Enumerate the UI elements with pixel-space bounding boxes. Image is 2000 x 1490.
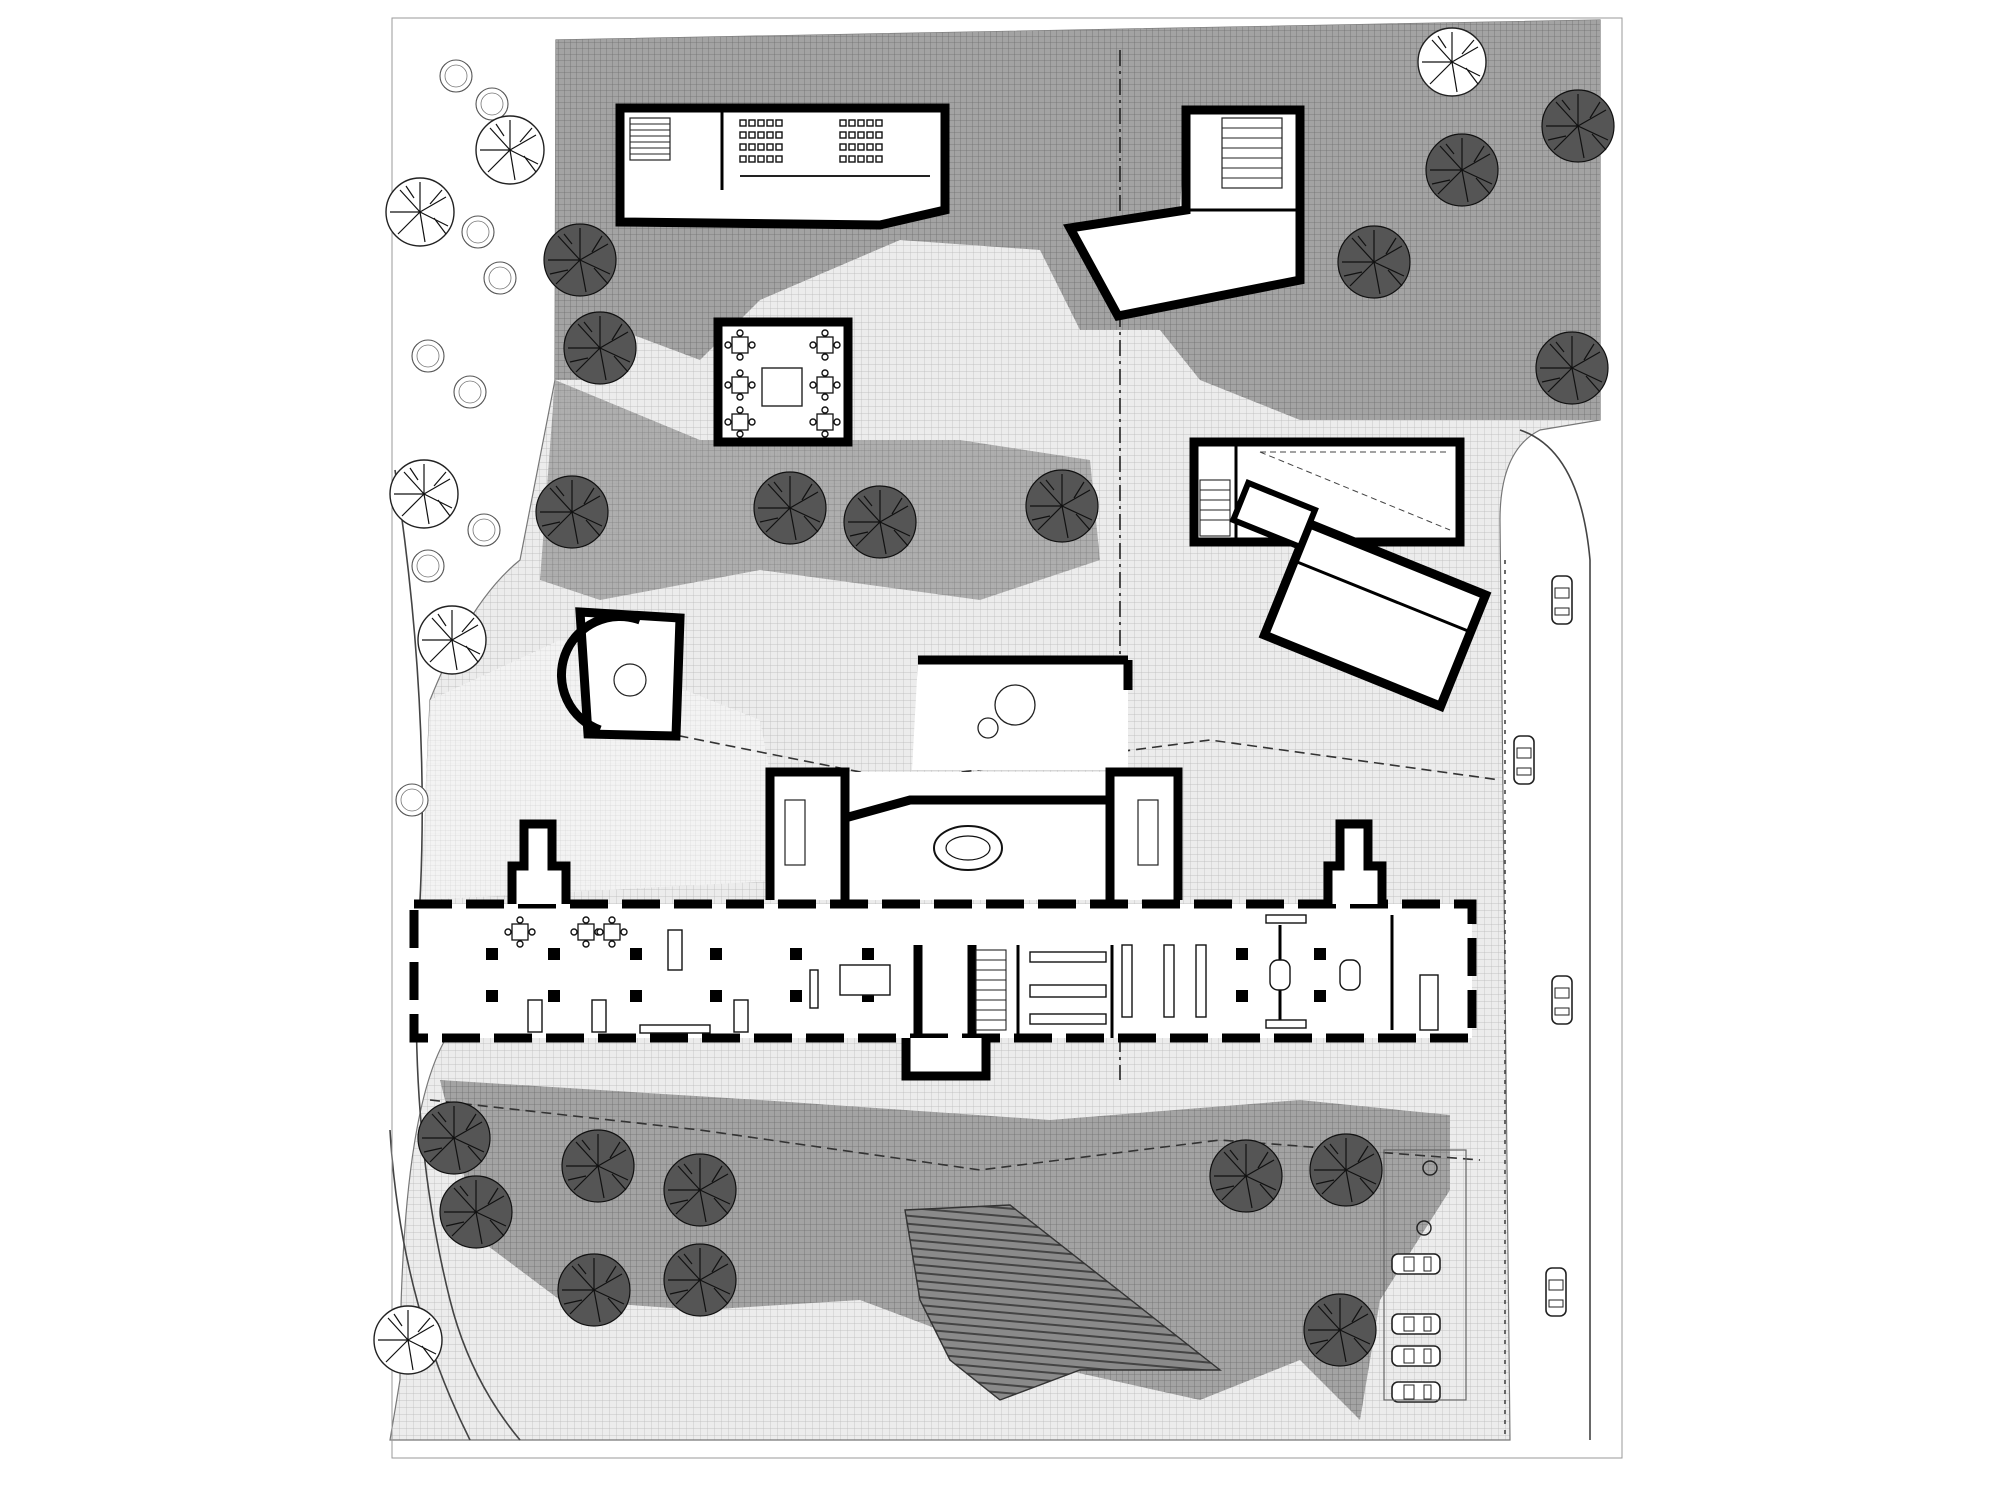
building-west-pavilion (557, 607, 685, 741)
tree-icon (467, 513, 501, 547)
west-pavilion-walls (575, 607, 685, 741)
gallery-roofline (1259, 451, 1451, 531)
building-north-lecture (615, 103, 950, 230)
stair-icon (629, 117, 671, 161)
tree-icon (543, 223, 617, 297)
car-icon (1391, 1313, 1441, 1335)
tree-icon (557, 1253, 631, 1327)
building-cafe (713, 317, 853, 447)
fountain (933, 825, 1003, 871)
central-court (765, 767, 1183, 900)
car-icon (1545, 1267, 1567, 1317)
parking-bay (1383, 1149, 1467, 1401)
table-icon (613, 663, 647, 697)
tree-icon (453, 375, 487, 409)
tree-icon (561, 1129, 635, 1203)
tree-icon (1303, 1293, 1377, 1367)
path-line-b (599, 719, 1501, 781)
tree-icon (563, 311, 637, 385)
car-icon (1551, 975, 1573, 1025)
east-tower (1323, 819, 1387, 904)
stair-icon (975, 949, 1007, 1031)
stair-icon (1199, 479, 1231, 537)
tree-icon (395, 783, 429, 817)
pavilion-walls (1258, 517, 1492, 713)
tree-icon (1425, 133, 1499, 207)
cafe-core (761, 367, 803, 407)
tree-icon (461, 215, 495, 249)
main-floor (414, 904, 1472, 1038)
car-icon (1391, 1381, 1441, 1403)
lawn-west (420, 640, 790, 900)
tree-icon (439, 1175, 513, 1249)
tree-icon (1417, 27, 1487, 97)
library-tables (527, 929, 891, 1034)
bicycle-icon (1416, 1160, 1438, 1236)
table-icon (994, 684, 1036, 726)
tree-icon (389, 459, 459, 529)
tree-icon (1541, 89, 1615, 163)
south-porch (901, 1038, 991, 1081)
tree-icon (1535, 331, 1609, 405)
tree-icon (663, 1153, 737, 1227)
toilet-icon (1029, 951, 1107, 1025)
building-east-pavilion (1229, 478, 1492, 713)
table-icon (977, 717, 999, 739)
tree-icon (1337, 225, 1411, 299)
west-tower (507, 819, 571, 904)
tree-icon (385, 177, 455, 247)
tree-icon (1209, 1139, 1283, 1213)
car-icon (1551, 575, 1573, 625)
tree-icon (483, 261, 517, 295)
cafe-walls (713, 317, 853, 447)
tree-icon (417, 1101, 491, 1175)
boundary-line (391, 17, 1623, 1459)
tree-icon (1025, 469, 1099, 543)
pavilion-partition (1293, 559, 1472, 634)
path-line-a (429, 1099, 1481, 1171)
tree-icon (535, 475, 609, 549)
west-pavilion-curve (557, 611, 642, 735)
car-icon (1391, 1253, 1441, 1275)
stepped-pool (904, 1204, 1223, 1401)
tree-icon (411, 549, 445, 583)
car-icon (1513, 735, 1535, 785)
tree-icon (1309, 1133, 1383, 1207)
court-inner-wall (843, 795, 1110, 823)
building-north-east (1062, 105, 1305, 322)
tree-icon (753, 471, 827, 545)
tree-icon (439, 59, 473, 93)
stair-icon (1221, 117, 1283, 189)
building-main (409, 819, 1477, 1081)
tree-icon (663, 1243, 737, 1317)
column-grid (486, 948, 1326, 1002)
court-walls (765, 767, 1183, 900)
parking (1383, 575, 1573, 1403)
east-hall-furniture (1121, 914, 1439, 1031)
car-icon (1391, 1345, 1441, 1367)
tree-icon (373, 1305, 443, 1375)
lecture-walls (615, 103, 950, 230)
tree-icon (843, 485, 917, 559)
building-entrance-pavilion (912, 655, 1133, 770)
fountain-inner (945, 835, 991, 861)
pavilion-entry (1229, 478, 1319, 551)
pavilion-floor (1264, 523, 1486, 707)
gallery-floor (1194, 442, 1460, 542)
driveway-edge (1519, 429, 1591, 1440)
tree-icon (475, 115, 545, 185)
road-edge-west-inner (389, 1129, 471, 1441)
tree-icon (417, 605, 487, 675)
stair-icon (784, 799, 1159, 866)
tree-icon (411, 339, 445, 373)
tree-icon (475, 87, 509, 121)
entrance-walls (918, 655, 1133, 690)
building-east-gallery (1189, 437, 1465, 547)
porch-floor (906, 1038, 986, 1076)
